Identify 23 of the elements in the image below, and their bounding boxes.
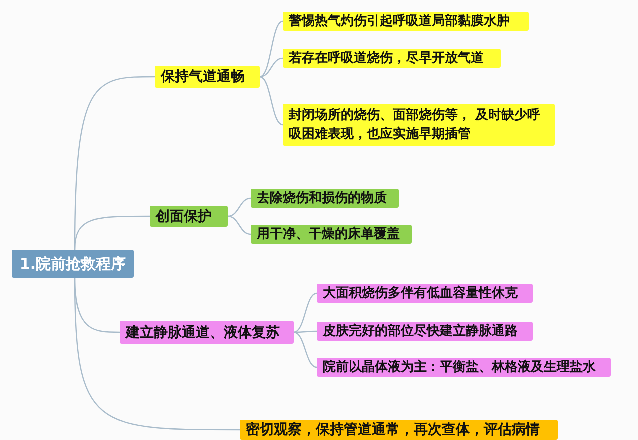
connector-line bbox=[260, 20, 284, 78]
connector-line bbox=[228, 198, 252, 218]
branch-box: 保持气道通畅 bbox=[155, 66, 260, 88]
leaf-box: 大面积烧伤多伴有低血容量性休克 bbox=[317, 284, 533, 303]
leaf-box: 封闭场所的烧伤、面部烧伤等， 及时缺少呼吸困难表现，也应实施早期插管 bbox=[283, 104, 555, 146]
leaf-box: 警惕热气灼伤引起呼吸道局部黏膜水肿 bbox=[283, 12, 529, 31]
root-box: 1.院前抢救程序 bbox=[12, 250, 134, 278]
connector-line bbox=[294, 292, 318, 334]
leaf-box: 用干净、干燥的床单覆盖 bbox=[251, 225, 412, 244]
leaf-box: 皮肤完好的部位尽快建立静脉通路 bbox=[317, 322, 533, 341]
connector-line bbox=[260, 58, 284, 78]
connector-line bbox=[294, 330, 317, 334]
connector-line bbox=[294, 332, 318, 368]
connector-line bbox=[260, 76, 284, 126]
connector-line bbox=[228, 216, 252, 236]
connector-line bbox=[74, 216, 150, 250]
connector-line bbox=[74, 278, 240, 431]
leaf-box: 若存在呼吸道烧伤，尽早开放气道 bbox=[283, 49, 501, 68]
branch-box: 创面保护 bbox=[150, 206, 228, 227]
branch-box: 建立静脉通道、液体复苏 bbox=[120, 321, 294, 344]
leaf-box: 去除烧伤和损伤的物质 bbox=[251, 189, 399, 208]
branch-box: 密切观察，保持管道通常，再次查体，评估病情 bbox=[240, 420, 558, 440]
leaf-box: 院前以晶体液为主：平衡盐、林格液及生理盐水 bbox=[317, 358, 611, 377]
